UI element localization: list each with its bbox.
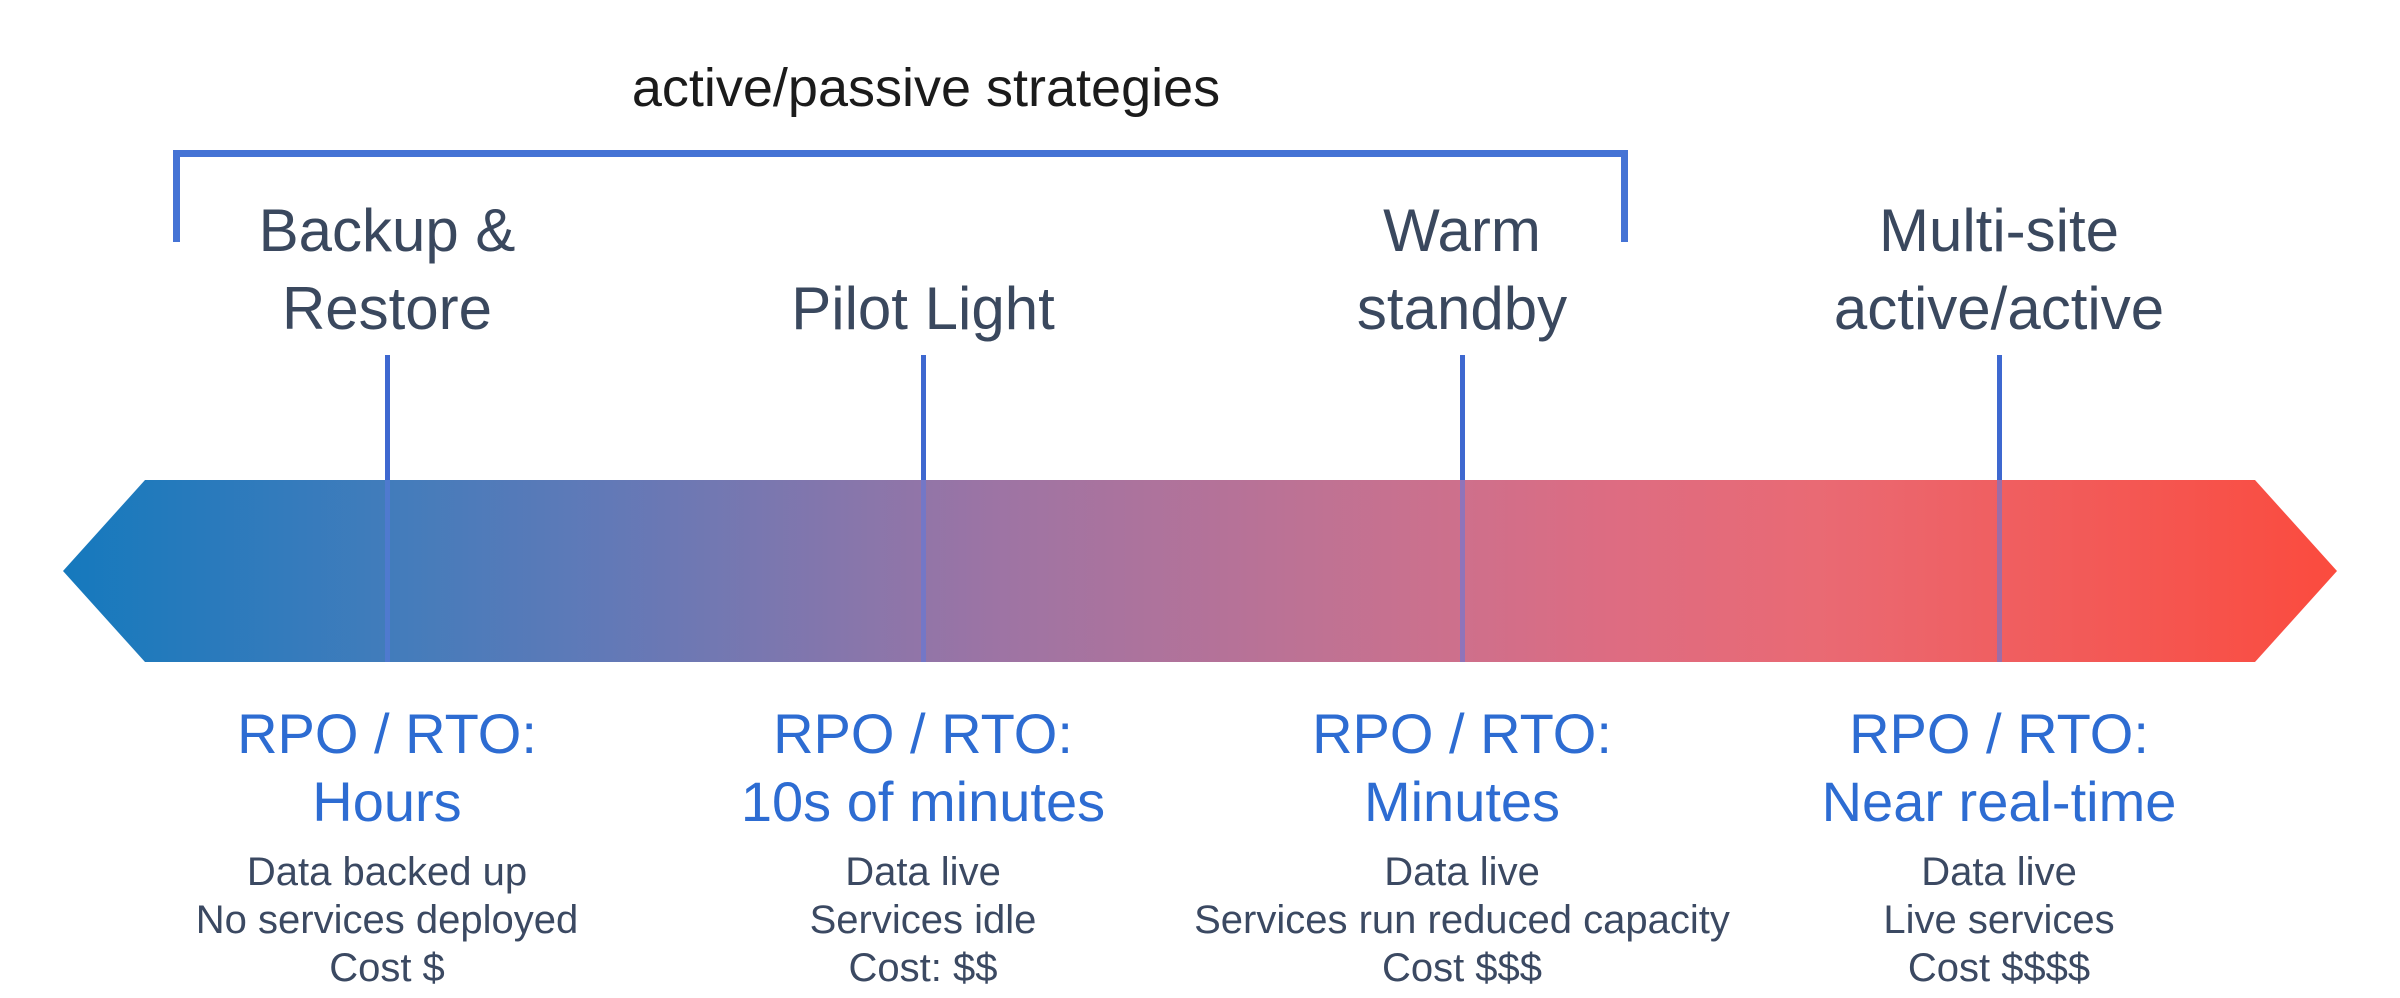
rpo-heading: RPO / RTO: 10s of minutes <box>593 700 1253 836</box>
detail-line: Data backed up <box>246 850 528 894</box>
rpo-label: RPO / RTO: <box>1312 702 1612 765</box>
active-passive-bracket <box>173 150 1628 242</box>
detail-line: Data live <box>845 850 1001 894</box>
strategy-details: Data live Live services Cost $$$$ <box>1639 848 2359 992</box>
rpo-heading: RPO / RTO: Hours <box>57 700 717 836</box>
active-passive-label: active/passive strategies <box>631 58 1221 118</box>
detail-line: Services run reduced capacity <box>1194 898 1730 942</box>
detail-line: Cost $$$$ <box>1907 946 2091 990</box>
rpo-value: 10s of minutes <box>740 770 1106 833</box>
detail-line: Services idle <box>809 898 1037 942</box>
rpo-label: RPO / RTO: <box>237 702 537 765</box>
gradient-spectrum-arrow <box>63 480 2337 662</box>
strategy-title: Multi-site active/active <box>1833 197 2165 342</box>
strategy-details: Data live Services idle Cost: $$ <box>563 848 1283 992</box>
strategy-details: Data backed up No services deployed Cost… <box>27 848 747 992</box>
detail-line: No services deployed <box>195 898 579 942</box>
connector-line <box>1460 355 1465 480</box>
rpo-value: Minutes <box>1363 770 1561 833</box>
detail-line: Cost: $$ <box>848 946 998 990</box>
connector-line <box>1997 355 2002 480</box>
detail-line: Data live <box>1921 850 2077 894</box>
detail-line: Data live <box>1384 850 1540 894</box>
connector-line-overlay <box>1997 480 2002 662</box>
connector-line-overlay <box>921 480 926 662</box>
rpo-label: RPO / RTO: <box>1849 702 2149 765</box>
connector-line <box>921 355 926 480</box>
strategy-details: Data live Services run reduced capacity … <box>1102 848 1822 992</box>
rpo-heading: RPO / RTO: Near real-time <box>1669 700 2329 836</box>
connector-line-overlay <box>1460 480 1465 662</box>
strategy-title: Warm standby <box>1356 197 1568 342</box>
connector-line <box>385 355 390 480</box>
detail-line: Cost $$$ <box>1381 946 1543 990</box>
rpo-heading: RPO / RTO: Minutes <box>1132 700 1792 836</box>
rpo-value: Hours <box>312 770 462 833</box>
rpo-value: Near real-time <box>1821 770 2177 833</box>
strategy-title: Pilot Light <box>791 275 1055 342</box>
rpo-label: RPO / RTO: <box>773 702 1073 765</box>
detail-line: Live services <box>1883 898 2115 942</box>
strategy-title: Backup & Restore <box>258 197 516 342</box>
connector-line-overlay <box>385 480 390 662</box>
detail-line: Cost $ <box>329 946 445 990</box>
